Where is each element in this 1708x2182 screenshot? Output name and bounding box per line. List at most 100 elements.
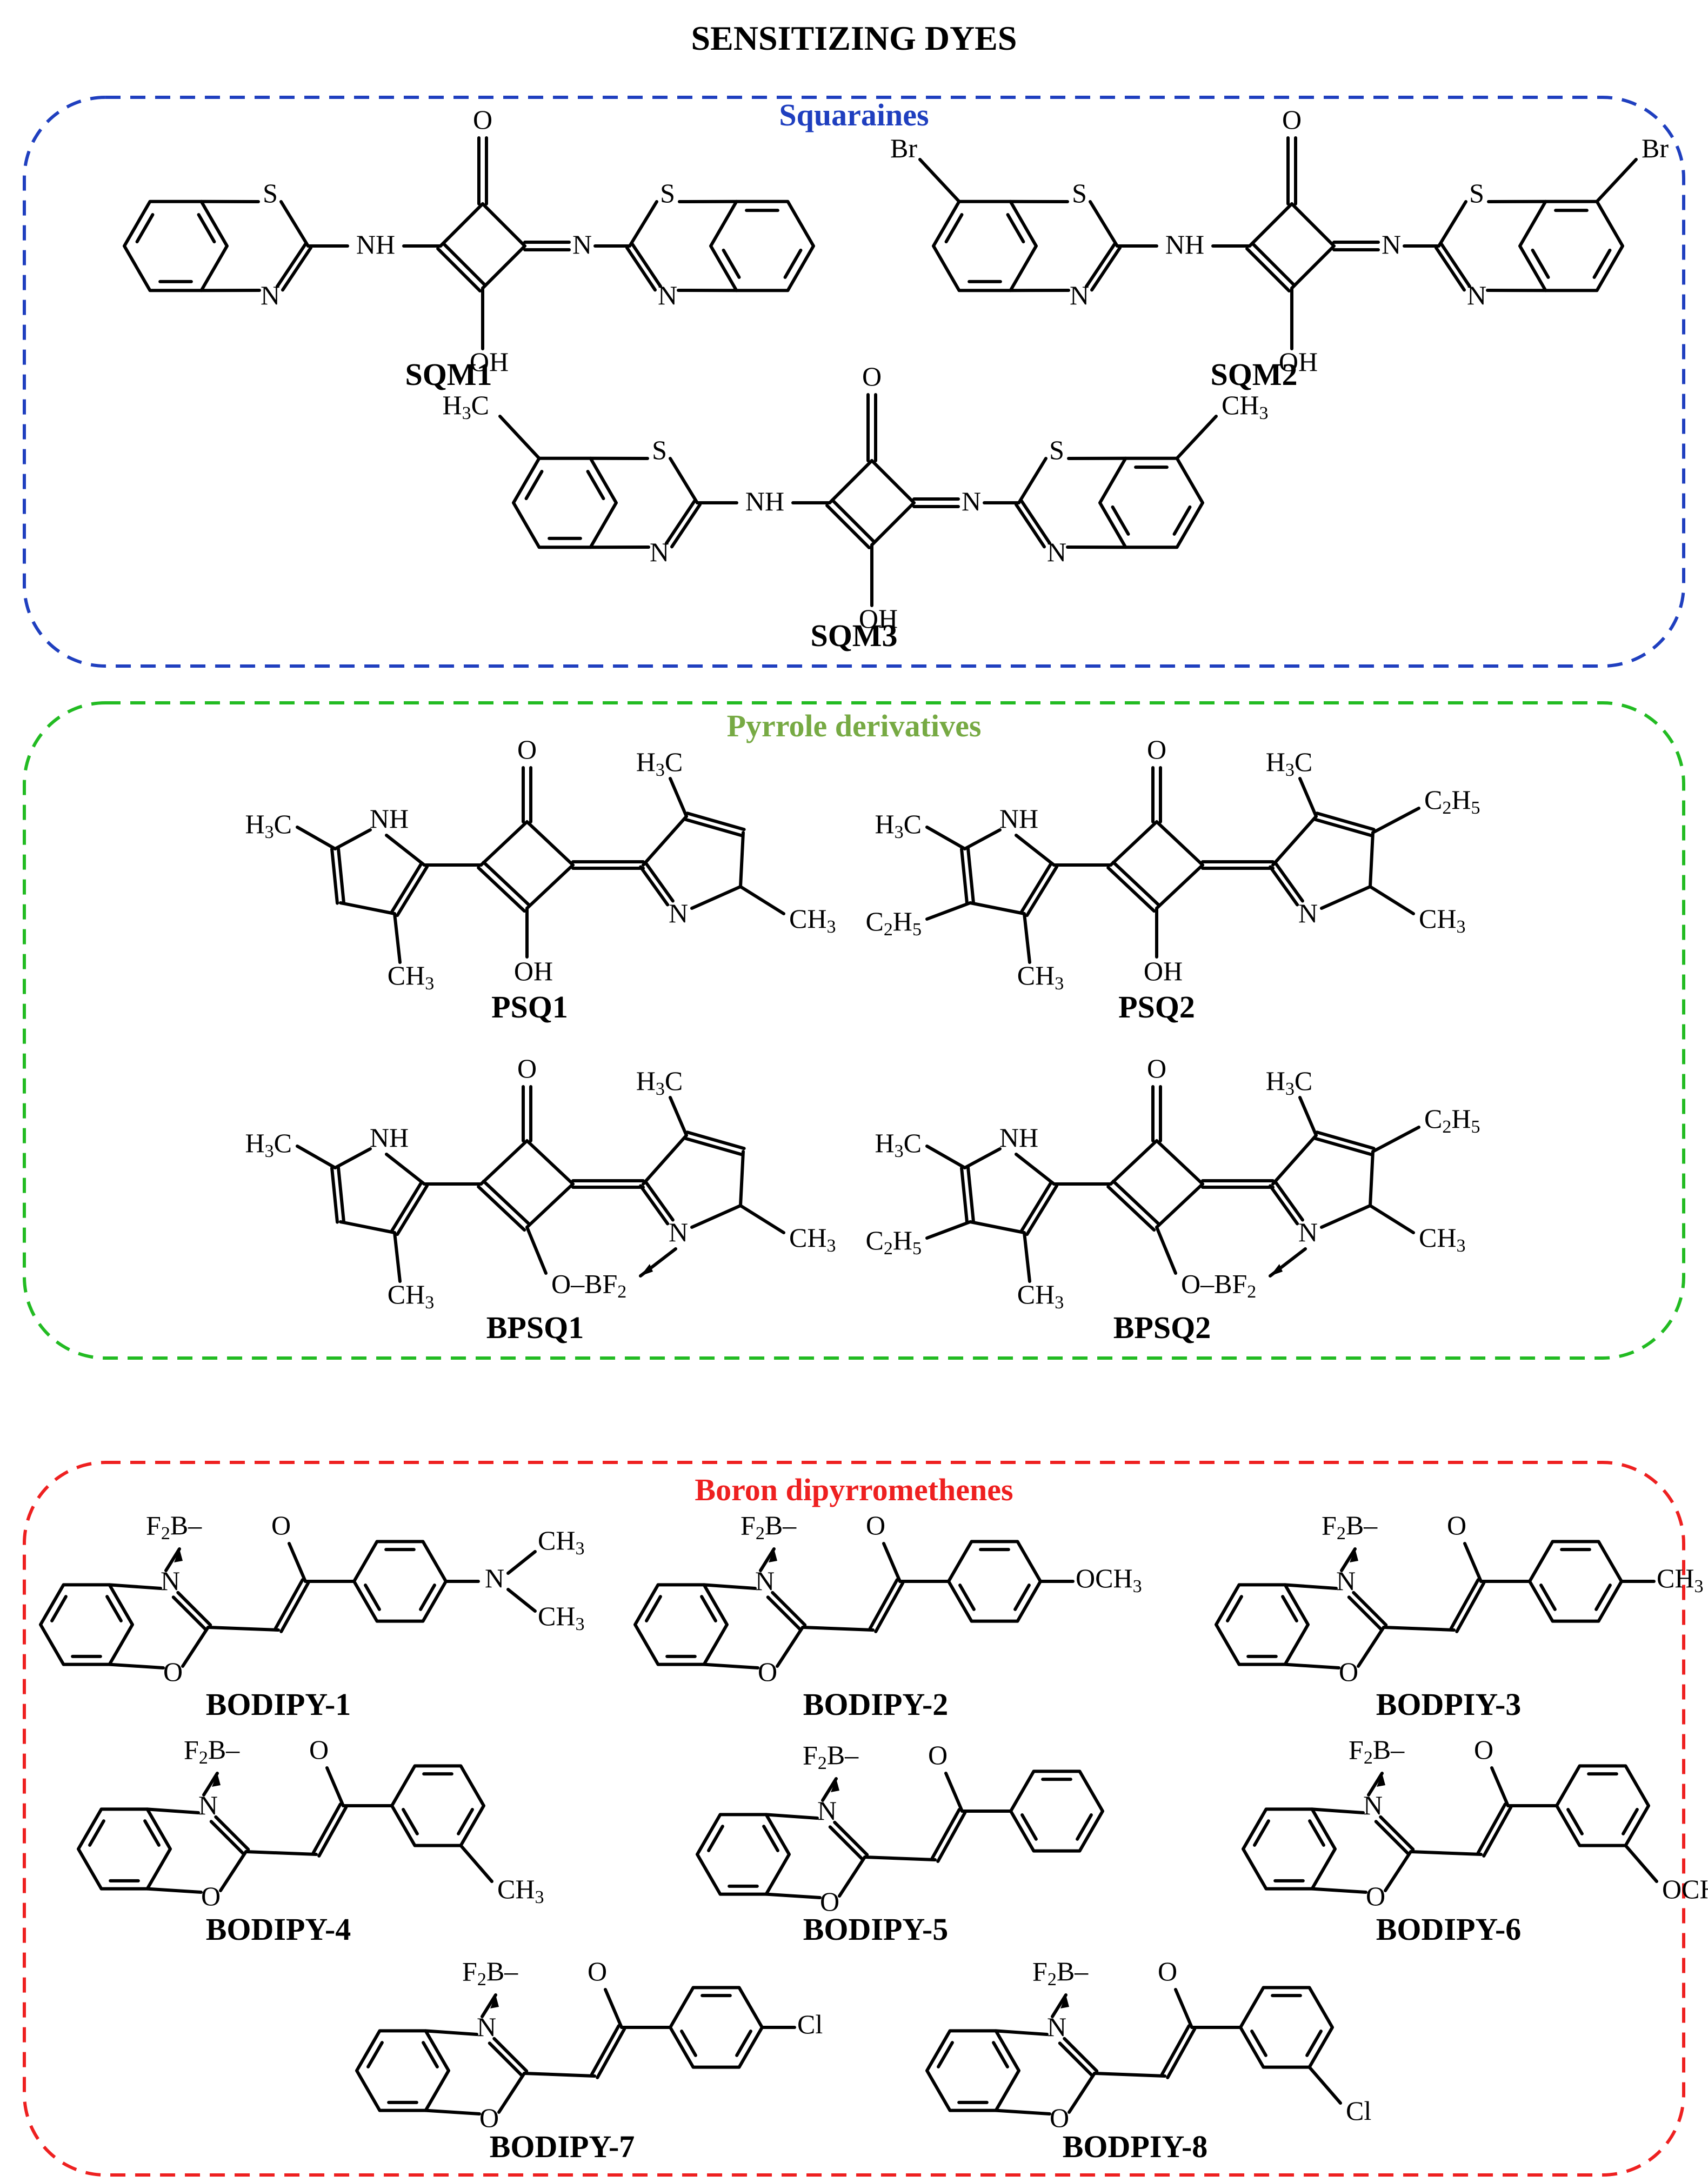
bond bbox=[402, 1808, 419, 1835]
bond bbox=[325, 1766, 345, 1807]
bond bbox=[1063, 2037, 1099, 2073]
bond bbox=[1068, 2072, 1096, 2114]
atom-label: N bbox=[669, 898, 688, 928]
ring bbox=[1009, 1769, 1104, 1853]
atom-label: N bbox=[1336, 1566, 1356, 1596]
bond bbox=[958, 1584, 976, 1611]
bond bbox=[759, 1547, 776, 1572]
atom-label: O bbox=[820, 1886, 839, 1917]
bond bbox=[481, 244, 526, 290]
atom-label: N bbox=[572, 229, 592, 260]
bond bbox=[966, 847, 975, 904]
atom-label: C2H5 bbox=[1424, 784, 1480, 817]
bond bbox=[1379, 1815, 1415, 1851]
bond bbox=[1090, 246, 1122, 292]
bond bbox=[1320, 885, 1372, 910]
atom-label: O bbox=[1050, 2103, 1069, 2133]
bond bbox=[863, 1855, 937, 1861]
atom-label: O bbox=[517, 1053, 537, 1083]
bond bbox=[685, 811, 746, 831]
atom-label: CH3 bbox=[497, 1874, 544, 1907]
ring bbox=[1528, 1540, 1623, 1623]
atom-label: N bbox=[755, 1566, 775, 1596]
bond bbox=[874, 1581, 905, 1633]
bond bbox=[390, 861, 423, 914]
label-BODIPY-6: BODIPY-6 bbox=[1376, 1912, 1522, 1947]
bond bbox=[1025, 865, 1059, 917]
arrowhead bbox=[1377, 1773, 1385, 1787]
bond bbox=[1269, 865, 1299, 907]
atom-label: H3C bbox=[636, 747, 683, 780]
atom-label: O bbox=[1474, 1734, 1493, 1765]
bond bbox=[776, 1626, 804, 1668]
bond bbox=[639, 1184, 670, 1226]
label-SQM1: SQM1 bbox=[405, 357, 492, 392]
atom-label: OCH3 bbox=[1076, 1563, 1142, 1596]
bond bbox=[994, 2029, 1049, 2036]
bond bbox=[1023, 1231, 1031, 1283]
atom-label: N bbox=[1298, 1217, 1318, 1247]
bond bbox=[1482, 1805, 1513, 1858]
bond bbox=[108, 1583, 162, 1590]
bond bbox=[385, 834, 426, 867]
bond bbox=[1111, 860, 1161, 907]
pyrrole-box bbox=[23, 701, 1685, 1360]
bond bbox=[828, 459, 873, 504]
atom-label: N bbox=[1070, 280, 1089, 310]
bond bbox=[882, 1542, 902, 1583]
bond bbox=[1384, 1850, 1412, 1892]
bond bbox=[424, 2029, 478, 2036]
bond bbox=[1539, 1584, 1557, 1611]
bond bbox=[457, 1808, 474, 1835]
atom-label: S bbox=[652, 435, 667, 465]
atom-label: F2B– bbox=[1349, 1734, 1405, 1767]
bond bbox=[279, 1581, 310, 1633]
bond bbox=[396, 1184, 429, 1236]
label-BODIPY-5: BODIPY-5 bbox=[803, 1912, 949, 1947]
bond bbox=[700, 1595, 717, 1622]
bond bbox=[1315, 811, 1376, 831]
bond bbox=[739, 885, 785, 915]
bond bbox=[296, 826, 337, 850]
atom-label: CH3 bbox=[1222, 390, 1268, 423]
atom-label: N bbox=[1047, 537, 1066, 567]
bond bbox=[206, 1626, 280, 1632]
bond bbox=[459, 1844, 493, 1883]
atom-label: N bbox=[198, 1790, 218, 1820]
bond bbox=[739, 1204, 785, 1234]
bond bbox=[1155, 1182, 1204, 1229]
arrowhead bbox=[769, 1549, 777, 1562]
bond bbox=[1017, 457, 1048, 504]
bond bbox=[439, 202, 484, 248]
bond bbox=[590, 2024, 621, 2077]
atom-label: NH bbox=[356, 229, 395, 260]
bond bbox=[214, 1815, 250, 1851]
bond bbox=[1019, 861, 1053, 914]
bond bbox=[181, 1626, 210, 1668]
bond bbox=[1271, 1134, 1318, 1186]
bond bbox=[925, 1145, 966, 1169]
bond bbox=[1476, 1802, 1507, 1855]
bond bbox=[868, 1578, 899, 1631]
bond bbox=[764, 1892, 822, 1899]
bond bbox=[244, 1850, 318, 1856]
bond bbox=[690, 885, 742, 910]
bond bbox=[393, 1231, 402, 1283]
atom-label: F2B– bbox=[740, 1510, 797, 1543]
bond bbox=[1093, 2072, 1166, 2078]
bond bbox=[1367, 1772, 1384, 1797]
bond bbox=[1352, 1591, 1388, 1627]
bond bbox=[523, 2072, 596, 2078]
bond bbox=[739, 1150, 745, 1207]
atom-label: Br bbox=[1642, 133, 1669, 163]
bond bbox=[339, 1220, 396, 1234]
bond bbox=[364, 1584, 381, 1611]
atom-label: F2B– bbox=[184, 1734, 240, 1767]
bond bbox=[288, 1542, 307, 1583]
bond bbox=[202, 1772, 219, 1797]
bond bbox=[1374, 1820, 1410, 1856]
